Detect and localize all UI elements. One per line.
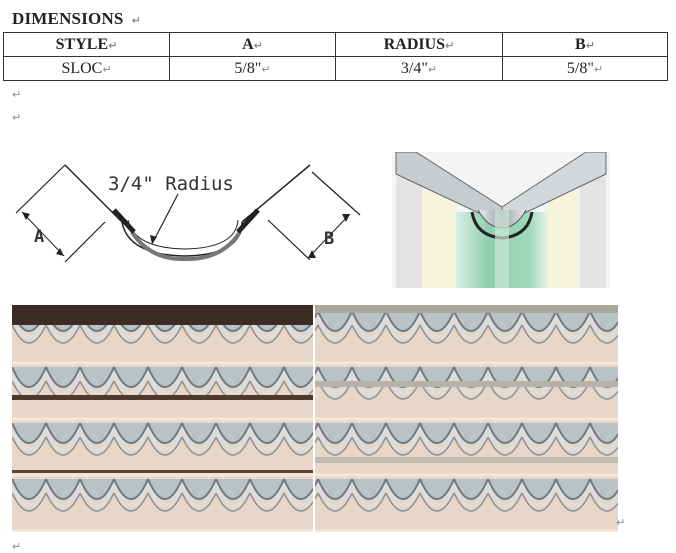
dimension-b-label: B — [324, 229, 334, 249]
dimension-a-label: A — [34, 227, 44, 247]
table-row: SLOC↵ 5/8"↵ 3/4"↵ 5/8"↵ — [3, 56, 668, 81]
header-a[interactable]: A↵ — [169, 32, 336, 57]
empty-paragraph-mark[interactable]: ↵ — [12, 111, 22, 124]
corner-bead-illustration[interactable] — [392, 152, 610, 288]
cell-a[interactable]: 5/8"↵ — [169, 56, 336, 81]
header-b[interactable]: B↵ — [502, 32, 668, 57]
heading-text: DIMENSIONS — [12, 9, 124, 28]
header-style[interactable]: STYLE↵ — [3, 32, 170, 57]
cell-radius[interactable]: 3/4"↵ — [335, 56, 503, 81]
cell-b[interactable]: 5/8"↵ — [502, 56, 668, 81]
paragraph-mark[interactable]: ↵ — [616, 516, 626, 529]
empty-paragraph-mark[interactable]: ↵ — [12, 88, 22, 101]
cell-style[interactable]: SLOC↵ — [3, 56, 170, 81]
stacked-beads-photo[interactable] — [12, 305, 618, 532]
table-header-row: STYLE↵ A↵ RADIUS↵ B↵ — [3, 32, 668, 57]
radius-label: 3/4" Radius — [108, 173, 234, 195]
heading-pilcrow: ↵ — [131, 14, 142, 27]
section-heading: DIMENSIONS ↵ — [12, 9, 141, 29]
dimensions-table: STYLE↵ A↵ RADIUS↵ B↵ SLOC↵ 5/8"↵ 3/4"↵ 5… — [3, 32, 668, 81]
header-radius[interactable]: RADIUS↵ — [335, 32, 503, 57]
end-paragraph-mark[interactable]: ↵ — [12, 540, 22, 553]
bead-profile-drawing[interactable]: 3/4" Radius A B — [10, 160, 366, 270]
